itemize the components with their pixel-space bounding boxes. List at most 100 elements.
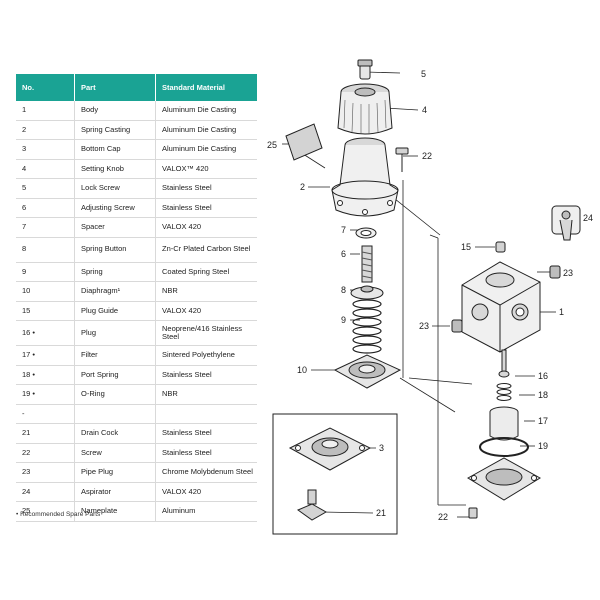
cell-part: Plug	[74, 320, 156, 346]
callout-2: 2	[300, 182, 305, 192]
pipe-plug-part-right	[549, 265, 561, 279]
cell-material: NBR	[155, 384, 257, 405]
cell-part: Setting Knob	[74, 159, 156, 179]
cell-no: 7	[16, 217, 75, 238]
cell-no: 1	[16, 101, 75, 121]
cell-material: Chrome Molybdenum Steel	[155, 462, 257, 483]
body-part	[461, 261, 541, 353]
spring-part	[352, 299, 382, 354]
cell-no: 4	[16, 159, 75, 179]
lock-screw-part	[357, 59, 373, 80]
drain-cock-part	[296, 489, 328, 521]
callout-16: 16	[538, 371, 548, 381]
cell-part: Port Spring	[74, 365, 156, 385]
cell-no: 16 •	[16, 320, 75, 346]
cell-part	[74, 404, 156, 424]
bottom-cap-part-inset	[288, 427, 372, 471]
spring-casting-part	[331, 137, 399, 217]
cell-material: Aluminum	[155, 501, 257, 522]
cell-part: Filter	[74, 345, 156, 366]
cell-no: 22	[16, 443, 75, 463]
callout-17: 17	[538, 416, 548, 426]
cell-no: 21	[16, 423, 75, 444]
aspirator-part	[551, 205, 581, 241]
cell-part: Spring Button	[74, 237, 156, 263]
callout-19: 19	[538, 441, 548, 451]
callout-22-bottom: 22	[438, 512, 448, 522]
cell-material: Coated Spring Steel	[155, 262, 257, 282]
plug-guide-part	[495, 241, 506, 253]
cell-no: 10	[16, 281, 75, 302]
cell-part: Spring Casting	[74, 120, 156, 140]
callout-24: 24	[583, 213, 593, 223]
callout-9: 9	[341, 315, 346, 325]
cell-part: Body	[74, 101, 156, 121]
screw-part-top	[395, 147, 409, 172]
pipe-plug-part-left	[451, 319, 463, 333]
cell-no: 6	[16, 198, 75, 218]
callout-5: 5	[421, 69, 426, 79]
cell-part: Spring	[74, 262, 156, 282]
cell-material: VALOX 420	[155, 482, 257, 502]
callout-21: 21	[376, 508, 386, 518]
cell-material: NBR	[155, 281, 257, 302]
cell-part: Adjusting Screw	[74, 198, 156, 218]
setting-knob-part	[337, 83, 393, 135]
nameplate-part	[285, 123, 323, 161]
callout-18: 18	[538, 390, 548, 400]
cell-part: Plug Guide	[74, 301, 156, 321]
o-ring-part	[479, 437, 529, 457]
cell-no: 19 •	[16, 384, 75, 405]
footnote: • Recommended Spare Parts	[16, 511, 101, 518]
cell-part: Spacer	[74, 217, 156, 238]
cell-part: Nameplate	[74, 501, 156, 522]
bottom-cap-part-main	[467, 457, 541, 501]
cell-part: O-Ring	[74, 384, 156, 405]
cell-part: Drain Cock	[74, 423, 156, 444]
callout-4: 4	[422, 105, 427, 115]
callout-8: 8	[341, 285, 346, 295]
callout-25: 25	[267, 140, 277, 150]
cell-material: Sintered Polyethylene	[155, 345, 257, 366]
table-row: -	[16, 404, 257, 424]
cell-material: Stainless Steel	[155, 198, 257, 218]
inset-box	[272, 413, 398, 535]
spring-button-part	[350, 285, 384, 300]
header-part: Part	[74, 74, 156, 101]
callout-15: 15	[461, 242, 471, 252]
cell-material	[155, 404, 257, 424]
callout-6: 6	[341, 249, 346, 259]
diaphragm-part	[333, 354, 402, 389]
callout-7: 7	[341, 225, 346, 235]
cell-material: Stainless Steel	[155, 423, 257, 444]
cell-no: 24	[16, 482, 75, 502]
callout-23-right: 23	[563, 268, 573, 278]
cell-material: VALOX 420	[155, 217, 257, 238]
cell-no: 8	[16, 237, 75, 263]
table-header-row: No. Part Standard Material	[16, 74, 257, 101]
cell-no: 15	[16, 301, 75, 321]
callout-23-left: 23	[419, 321, 429, 331]
cell-material: VALOX™ 420	[155, 159, 257, 179]
cell-part: Screw	[74, 443, 156, 463]
cell-no: 3	[16, 139, 75, 160]
cell-part: Diaphragm¹	[74, 281, 156, 302]
cell-no: 17 •	[16, 345, 75, 366]
